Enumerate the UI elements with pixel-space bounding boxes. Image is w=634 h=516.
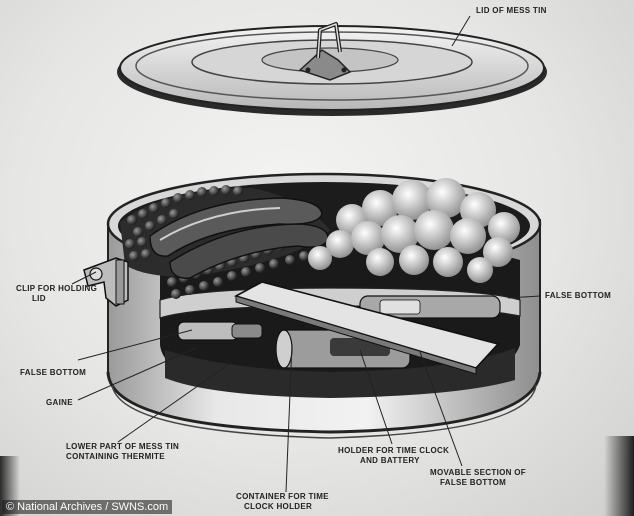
label-holder-for-time-clock: HOLDER FOR TIME CLOCK AND BATTERY bbox=[338, 446, 449, 466]
mess-tin-lid bbox=[117, 22, 547, 116]
label-lower-part-of-mess-tin: LOWER PART OF MESS TIN CONTAINING THERMI… bbox=[66, 442, 179, 462]
label-movable-line2: FALSE BOTTOM bbox=[440, 478, 507, 487]
label-false-bottom-right: FALSE BOTTOM bbox=[545, 291, 612, 300]
label-movable-line1: MOVABLE SECTION OF bbox=[430, 468, 526, 477]
label-holder-line1: HOLDER FOR TIME CLOCK bbox=[338, 446, 450, 455]
corner-shadow-right bbox=[604, 436, 634, 516]
mashed-potato-food-icon bbox=[308, 178, 520, 283]
gaine-icon bbox=[177, 321, 263, 341]
mess-tin-body bbox=[83, 172, 542, 439]
label-false-bottom-left: FALSE BOTTOM bbox=[20, 368, 87, 377]
label-gaine: GAINE bbox=[46, 398, 73, 407]
label-lid-of-mess-tin: LID OF MESS TIN bbox=[476, 6, 547, 15]
label-container-for-time-clock-holder: CONTAINER FOR TIME CLOCK HOLDER bbox=[236, 492, 329, 512]
lid-handle-icon bbox=[298, 22, 352, 81]
movable-false-bottom-icon bbox=[233, 281, 500, 375]
sausages-food-icon bbox=[149, 197, 329, 279]
label-movable-section: MOVABLE SECTION OF FALSE BOTTOM bbox=[430, 468, 526, 488]
label-holder-line2: AND BATTERY bbox=[360, 456, 420, 465]
photo-credit: © National Archives / SWNS.com bbox=[2, 500, 173, 514]
label-clip-for-holding-lid: CLIP FOR HOLDING LID bbox=[16, 284, 97, 304]
label-container-line2: CLOCK HOLDER bbox=[244, 502, 313, 511]
leader-lines bbox=[71, 15, 541, 493]
lid-clip-icon bbox=[83, 257, 129, 307]
label-clip-line2: LID bbox=[32, 294, 46, 303]
label-lower-line2: CONTAINING THERMITE bbox=[66, 452, 165, 461]
label-container-line1: CONTAINER FOR TIME bbox=[236, 492, 329, 501]
label-lower-line1: LOWER PART OF MESS TIN bbox=[66, 442, 180, 451]
label-clip-line1: CLIP FOR HOLDING bbox=[16, 284, 98, 293]
